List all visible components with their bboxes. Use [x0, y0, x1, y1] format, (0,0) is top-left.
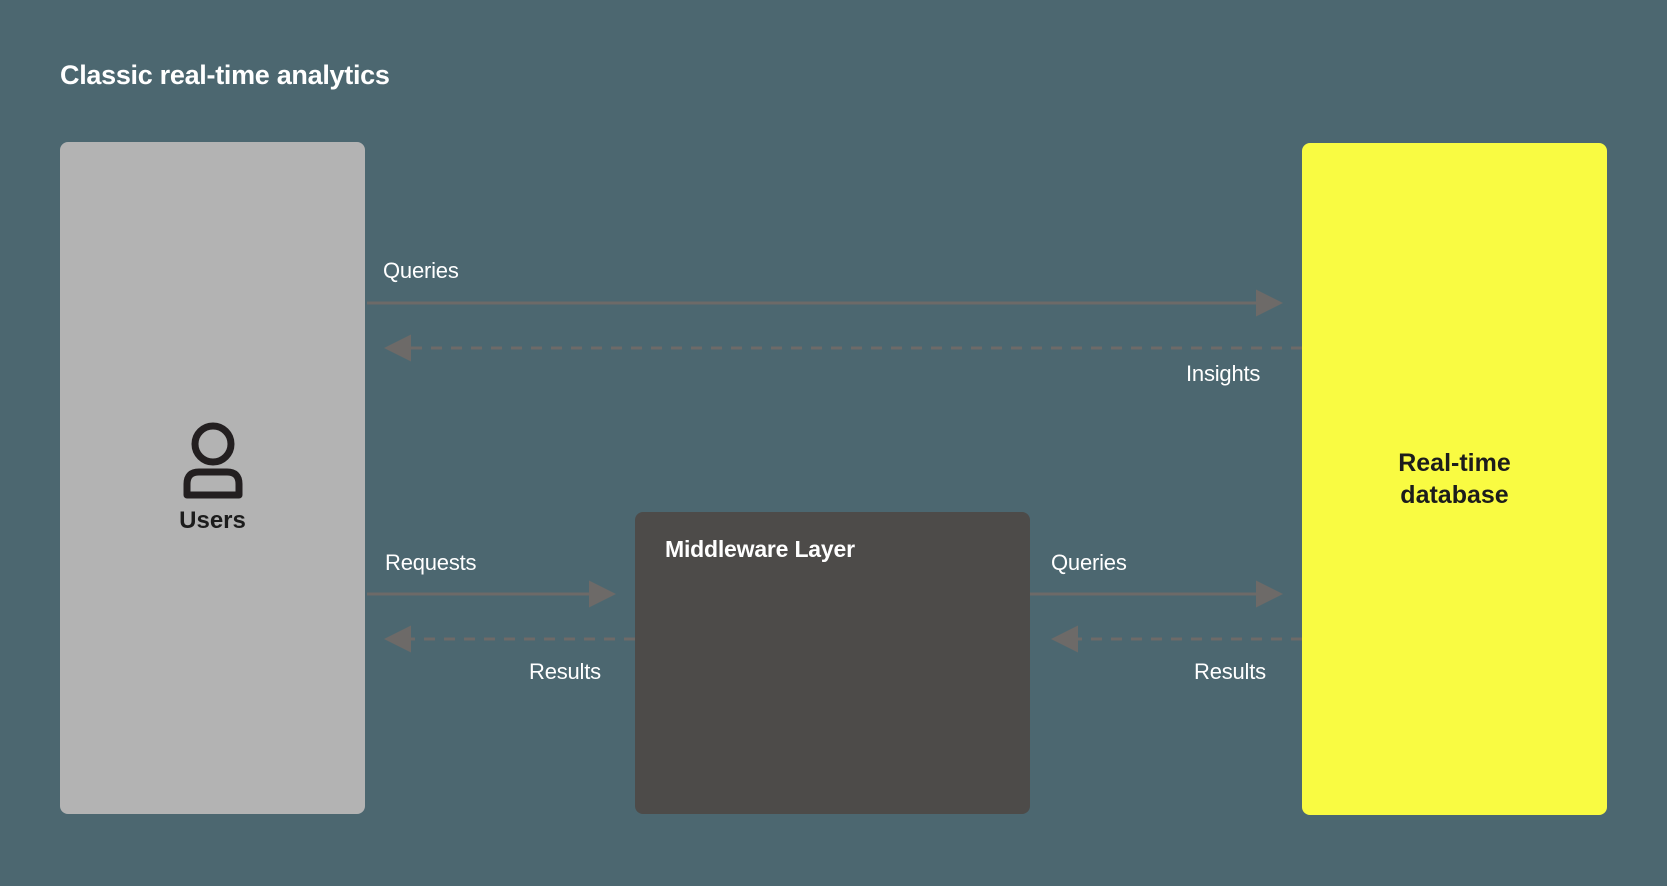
node-database-label: Real-time database [1398, 448, 1511, 510]
node-middleware[interactable]: Middleware Layer [635, 512, 1030, 814]
node-middleware-label: Middleware Layer [665, 536, 855, 562]
user-icon [183, 422, 242, 499]
node-database[interactable]: Real-time database [1302, 143, 1607, 815]
node-users[interactable]: Users [60, 142, 365, 814]
edge-label-requests: Requests [385, 550, 477, 575]
edge-label-results-right: Results [1194, 659, 1266, 684]
node-users-label: Users [179, 507, 246, 534]
edge-label-results-left: Results [529, 659, 601, 684]
edge-label-queries-top: Queries [383, 258, 459, 283]
edge-label-insights: Insights [1186, 361, 1261, 386]
page-title: Classic real-time analytics [60, 60, 390, 90]
edge-label-queries-mid: Queries [1051, 550, 1127, 575]
